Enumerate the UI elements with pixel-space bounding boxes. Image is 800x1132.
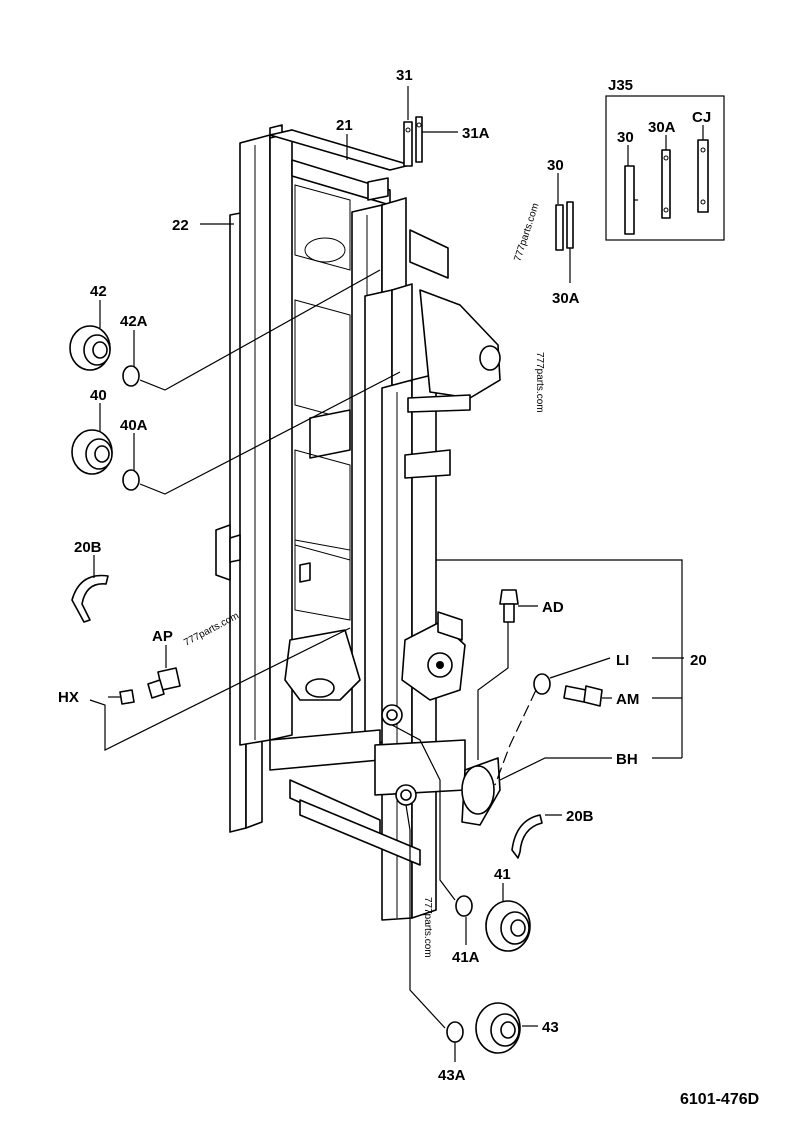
label-21: 21 [336, 117, 353, 134]
label-43: 43 [542, 1019, 559, 1036]
seal-40a [122, 469, 140, 491]
bearing-41 [485, 900, 531, 952]
bearing-42 [69, 325, 111, 371]
bolt-am [563, 685, 603, 707]
label-j35: J35 [608, 77, 633, 94]
label-41: 41 [494, 866, 511, 883]
label-j35-30a: 30A [648, 119, 676, 136]
label-30: 30 [547, 157, 564, 174]
label-43a: 43A [438, 1067, 466, 1084]
watermark-bottom: 777parts.com [422, 897, 433, 958]
label-40a: 40A [120, 417, 148, 434]
label-hx: HX [58, 689, 79, 706]
seal-42a [122, 365, 140, 387]
seal-41a [455, 895, 473, 917]
label-42: 42 [90, 283, 107, 300]
label-cj: CJ [692, 109, 711, 126]
part-labels: 31 31A 21 22 J35 30 30A CJ 30 30A 42 42A… [58, 67, 711, 1084]
label-22: 22 [172, 217, 189, 234]
label-li: LI [616, 652, 629, 669]
mast-assembly [215, 124, 501, 921]
shim-20b-right [511, 814, 543, 859]
bearing-43 [475, 1002, 521, 1054]
label-ad: AD [542, 599, 564, 616]
left-side-bracket [215, 524, 231, 581]
grease-nipple-ad [499, 589, 519, 623]
label-20: 20 [690, 652, 707, 669]
nut-hx [119, 689, 135, 705]
part-30-plates [555, 201, 574, 251]
label-20b-right: 20B [566, 808, 594, 825]
watermark-top: 777parts.com [512, 202, 541, 263]
label-bh: BH [616, 751, 638, 768]
label-31a: 31A [462, 125, 490, 142]
part-31-plates [403, 116, 423, 167]
label-31: 31 [396, 67, 413, 84]
washer-li [533, 673, 551, 695]
leader-lines [89, 86, 704, 1062]
bolt-ap [147, 667, 181, 699]
label-30a: 30A [552, 290, 580, 307]
label-j35-30: 30 [617, 129, 634, 146]
label-20b-left: 20B [74, 539, 102, 556]
label-40: 40 [90, 387, 107, 404]
watermark-right: 777parts.com [534, 352, 545, 413]
label-ap: AP [152, 628, 173, 645]
upper-bracket [409, 229, 449, 279]
label-42a: 42A [120, 313, 148, 330]
label-41a: 41A [452, 949, 480, 966]
label-am: AM [616, 691, 639, 708]
shim-20b-left [71, 574, 109, 623]
bearing-40 [71, 429, 113, 475]
drawing-code: 6101-476D [680, 1091, 759, 1108]
j35-kit-box [605, 95, 725, 241]
seal-43a [446, 1021, 464, 1043]
